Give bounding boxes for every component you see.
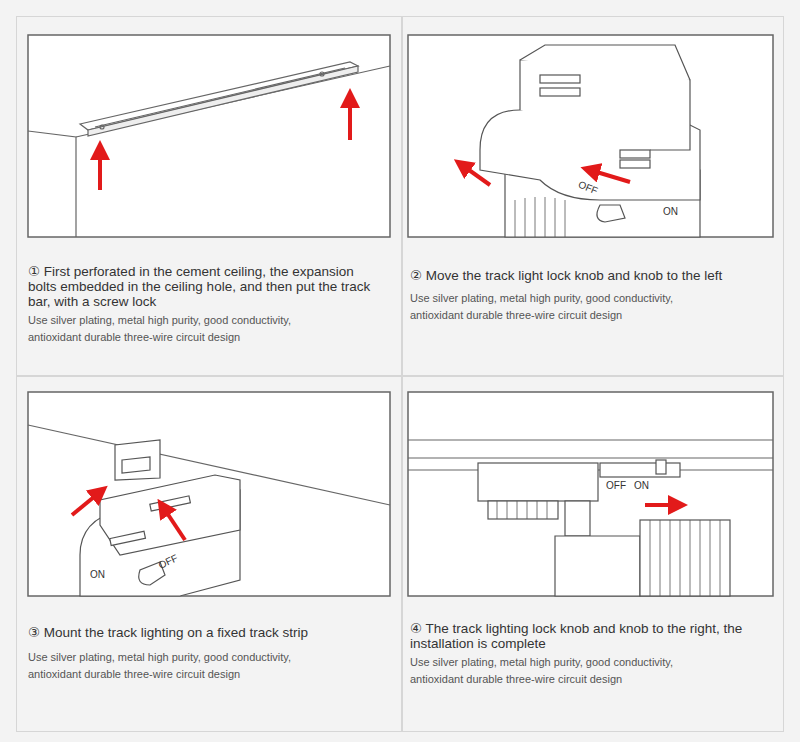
step-panel: ① First perforated in the cement ceiling… [16,16,402,376]
switch-label: ON [663,206,678,217]
step-note: Use silver plating, metal high purity, g… [28,649,293,683]
step-note: Use silver plating, metal high purity, g… [28,312,293,346]
step-instruction: ③ Mount the track lighting on a fixed tr… [28,625,383,640]
step-panel: ④ The track lighting lock knob and knob … [402,376,784,732]
switch-label: OFF [606,480,626,491]
switch-label: ON [634,480,649,491]
step-instruction: ② Move the track light lock knob and kno… [410,268,770,283]
step-instruction: ① First perforated in the cement ceiling… [28,264,383,309]
step-note: Use silver plating, metal high purity, g… [410,290,675,324]
step-panel: ③ Mount the track lighting on a fixed tr… [16,376,402,732]
switch-label: ON [90,569,105,580]
step-panel: ② Move the track light lock knob and kno… [402,16,784,376]
step-note: Use silver plating, metal high purity, g… [410,654,675,688]
step-instruction: ④ The track lighting lock knob and knob … [410,621,765,651]
